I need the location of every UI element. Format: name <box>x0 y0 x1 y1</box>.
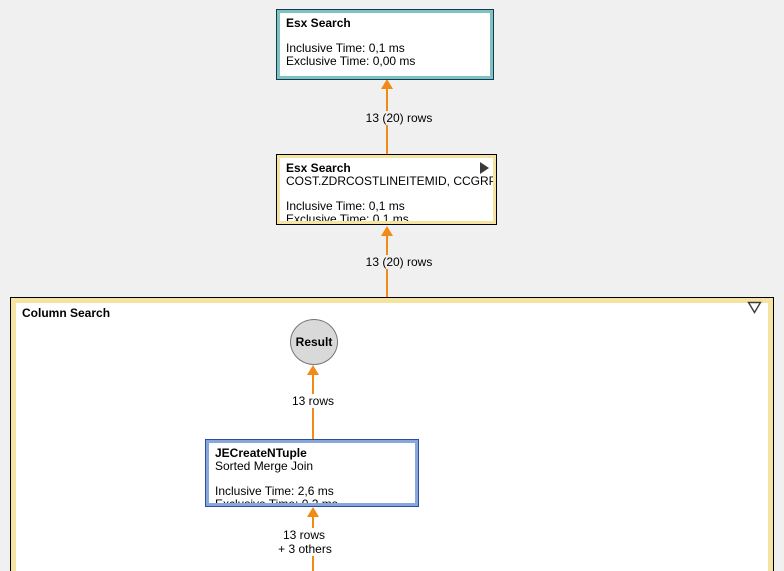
node-column-search[interactable]: Column Search <box>10 297 774 571</box>
column-search-title: Column Search <box>22 306 111 320</box>
edge-arrowhead-top <box>381 79 393 89</box>
edge-label-others-bottom: + 3 others <box>275 542 335 556</box>
node-result[interactable]: Result <box>290 319 338 365</box>
edge-arrowhead-mid <box>381 226 393 236</box>
esx-search-mid-exclusive: Exclusive Time: 0,1 ms <box>286 212 409 224</box>
jecreatentuple-inclusive: Inclusive Time: 2,6 ms <box>215 484 334 498</box>
jecreatentuple-title: JECreateNTuple <box>215 446 307 460</box>
esx-search-top-title: Esx Search <box>286 16 351 30</box>
expand-play-icon[interactable] <box>480 162 489 174</box>
esx-search-mid-columns: COST.ZDRCOSTLINEITEMID, CCGRP.ZD... <box>286 174 496 188</box>
esx-search-top-body: Esx Search Inclusive Time: 0,1 ms Exclus… <box>277 10 493 79</box>
node-esx-search-mid[interactable]: Esx Search COST.ZDRCOSTLINEITEMID, CCGRP… <box>276 154 497 225</box>
edge-arrowhead-result <box>307 365 319 375</box>
column-search-body: Column Search <box>11 298 773 571</box>
edge-arrowhead-bottom <box>307 507 319 517</box>
jecreatentuple-exclusive: Exclusive Time: 0,2 ms <box>215 497 338 506</box>
result-label: Result <box>295 335 333 349</box>
esx-search-top-exclusive: Exclusive Time: 0,00 ms <box>286 54 416 68</box>
esx-search-mid-inclusive: Inclusive Time: 0,1 ms <box>286 199 405 213</box>
esx-search-top-inclusive: Inclusive Time: 0,1 ms <box>286 41 405 55</box>
edge-label-rows-bottom: 13 rows <box>279 528 329 542</box>
node-esx-search-top[interactable]: Esx Search Inclusive Time: 0,1 ms Exclus… <box>276 9 494 80</box>
esx-search-mid-title: Esx Search <box>286 161 351 175</box>
jecreatentuple-body: JECreateNTuple Sorted Merge Join Inclusi… <box>206 440 418 506</box>
edge-label-rows-result: 13 rows <box>288 394 338 408</box>
collapse-triangle-icon[interactable] <box>747 301 762 314</box>
jecreatentuple-subtitle: Sorted Merge Join <box>215 459 314 473</box>
node-jecreatentuple[interactable]: JECreateNTuple Sorted Merge Join Inclusi… <box>205 439 419 507</box>
edge-label-rows-mid: 13 (20) rows <box>362 255 436 269</box>
edge-label-rows-top: 13 (20) rows <box>362 111 436 125</box>
esx-search-mid-body: Esx Search COST.ZDRCOSTLINEITEMID, CCGRP… <box>277 155 496 224</box>
